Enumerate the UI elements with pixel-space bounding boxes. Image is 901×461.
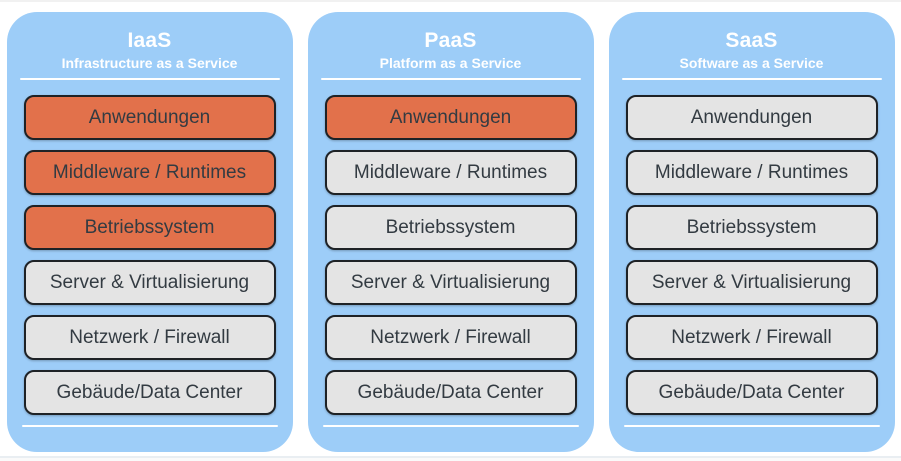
layer-label: Gebäude/Data Center bbox=[357, 381, 544, 403]
layer-stack: Anwendungen Middleware / Runtimes Betrie… bbox=[609, 95, 895, 415]
column-title: SaaS bbox=[725, 29, 778, 52]
column-subtitle: Infrastructure as a Service bbox=[61, 55, 238, 71]
header-divider bbox=[621, 78, 882, 80]
layer-anwendungen: Anwendungen bbox=[625, 95, 878, 140]
layer-netzwerk-firewall: Netzwerk / Firewall bbox=[324, 315, 577, 360]
layer-server-virtualisierung: Server & Virtualisierung bbox=[625, 260, 878, 305]
header-divider bbox=[19, 78, 280, 80]
layer-label: Gebäude/Data Center bbox=[56, 381, 243, 403]
layer-label: Server & Virtualisierung bbox=[350, 271, 551, 293]
column-iaas: IaaS Infrastructure as a Service Anwendu… bbox=[6, 12, 293, 452]
layer-label: Betriebssystem bbox=[84, 216, 215, 238]
column-saas: SaaS Software as a Service Anwendungen M… bbox=[608, 12, 895, 452]
layer-gebaeude-data-center: Gebäude/Data Center bbox=[625, 370, 878, 415]
layer-betriebssystem: Betriebssystem bbox=[23, 205, 276, 250]
layer-server-virtualisierung: Server & Virtualisierung bbox=[324, 260, 577, 305]
layer-label: Middleware / Runtimes bbox=[353, 161, 548, 183]
layer-betriebssystem: Betriebssystem bbox=[324, 205, 577, 250]
layer-stack: Anwendungen Middleware / Runtimes Betrie… bbox=[308, 95, 594, 415]
footer-divider bbox=[322, 425, 579, 427]
column-title: IaaS bbox=[127, 29, 172, 52]
layer-label: Netzwerk / Firewall bbox=[69, 326, 230, 348]
layer-label: Middleware / Runtimes bbox=[654, 161, 849, 183]
layer-netzwerk-firewall: Netzwerk / Firewall bbox=[625, 315, 878, 360]
layer-label: Anwendungen bbox=[690, 106, 813, 128]
layer-label: Gebäude/Data Center bbox=[658, 381, 845, 403]
column-header-iaas: IaaS Infrastructure as a Service bbox=[7, 12, 293, 72]
footer-divider bbox=[21, 425, 278, 427]
layer-anwendungen: Anwendungen bbox=[23, 95, 276, 140]
column-title: PaaS bbox=[424, 29, 477, 52]
layer-label: Netzwerk / Firewall bbox=[370, 326, 531, 348]
layer-middleware-runtimes: Middleware / Runtimes bbox=[23, 150, 276, 195]
layer-label: Middleware / Runtimes bbox=[52, 161, 247, 183]
layer-label: Server & Virtualisierung bbox=[651, 271, 852, 293]
layer-server-virtualisierung: Server & Virtualisierung bbox=[23, 260, 276, 305]
column-header-saas: SaaS Software as a Service bbox=[609, 12, 895, 72]
layer-gebaeude-data-center: Gebäude/Data Center bbox=[23, 370, 276, 415]
layer-anwendungen: Anwendungen bbox=[324, 95, 577, 140]
layer-stack: Anwendungen Middleware / Runtimes Betrie… bbox=[7, 95, 293, 415]
layer-label: Server & Virtualisierung bbox=[49, 271, 250, 293]
layer-label: Betriebssystem bbox=[385, 216, 516, 238]
layer-gebaeude-data-center: Gebäude/Data Center bbox=[324, 370, 577, 415]
layer-middleware-runtimes: Middleware / Runtimes bbox=[324, 150, 577, 195]
layer-label: Anwendungen bbox=[389, 106, 512, 128]
layer-middleware-runtimes: Middleware / Runtimes bbox=[625, 150, 878, 195]
column-subtitle: Software as a Service bbox=[679, 55, 824, 71]
header-divider bbox=[320, 78, 581, 80]
column-paas: PaaS Platform as a Service Anwendungen M… bbox=[307, 12, 594, 452]
layer-label: Anwendungen bbox=[88, 106, 211, 128]
layer-betriebssystem: Betriebssystem bbox=[625, 205, 878, 250]
layer-netzwerk-firewall: Netzwerk / Firewall bbox=[23, 315, 276, 360]
column-header-paas: PaaS Platform as a Service bbox=[308, 12, 594, 72]
service-model-columns: IaaS Infrastructure as a Service Anwendu… bbox=[0, 12, 901, 452]
column-subtitle: Platform as a Service bbox=[379, 55, 522, 71]
footer-divider bbox=[623, 425, 880, 427]
layer-label: Betriebssystem bbox=[686, 216, 817, 238]
layer-label: Netzwerk / Firewall bbox=[671, 326, 832, 348]
